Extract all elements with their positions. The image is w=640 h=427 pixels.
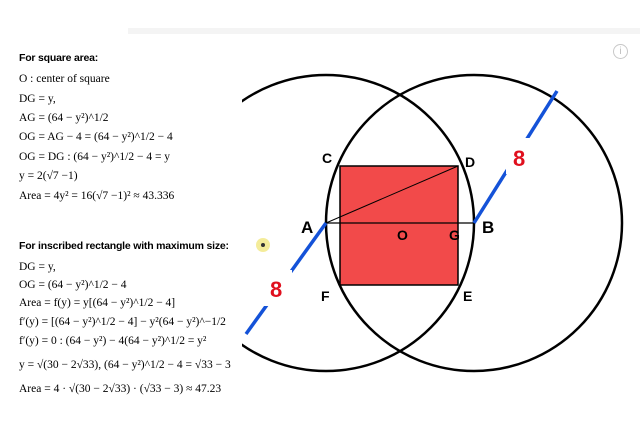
rect-line-5: f′(y) = 0 : (64 − y²) − 4(64 − y²)^1/2 =… bbox=[19, 335, 207, 347]
point-d-label: D bbox=[465, 154, 475, 170]
rect-line-7: Area = 4 · √(30 − 2√33) · (√33 − 3) ≈ 47… bbox=[19, 383, 222, 395]
length-label-right: 8 bbox=[513, 146, 525, 171]
square-line-3: AG = (64 − y²)^1/2 bbox=[19, 112, 109, 124]
rect-heading: For inscribed rectangle with maximum siz… bbox=[19, 240, 229, 252]
label-gap-right bbox=[506, 138, 534, 174]
cursor-highlight bbox=[256, 238, 270, 252]
rect-line-2: OG = (64 − y²)^1/2 − 4 bbox=[19, 279, 127, 291]
rect-line-4: f′(y) = [(64 − y²)^1/2 − 4] − y²(64 − y²… bbox=[19, 316, 226, 328]
square-line-7: Area = 4y² = 16(√7 −1)² ≈ 43.336 bbox=[19, 190, 175, 202]
label-gap-left bbox=[264, 270, 292, 306]
square-line-4: OG = AG − 4 = (64 − y²)^1/2 − 4 bbox=[19, 131, 173, 143]
rect-line-1: DG = y, bbox=[19, 261, 56, 273]
square-line-2: DG = y, bbox=[19, 93, 56, 105]
point-f-label: F bbox=[321, 288, 330, 304]
point-b-label: B bbox=[482, 218, 494, 237]
square-line-6: y = 2(√7 −1) bbox=[19, 170, 78, 182]
square-heading: For square area: bbox=[19, 52, 99, 64]
point-o-label: O bbox=[397, 227, 408, 243]
info-icon[interactable]: i bbox=[613, 44, 628, 59]
inscribed-square bbox=[339, 165, 459, 286]
point-a-label: A bbox=[301, 218, 313, 237]
rect-line-3: Area = f(y) = y[(64 − y²)^1/2 − 4] bbox=[19, 297, 176, 309]
square-line-1: O : center of square bbox=[19, 73, 110, 85]
point-g-label: G bbox=[449, 227, 460, 243]
segment-ad bbox=[325, 165, 459, 224]
rect-line-6: y = √(30 − 2√33), (64 − y²)^1/2 − 4 = √3… bbox=[19, 359, 231, 371]
point-c-label: C bbox=[322, 150, 332, 166]
length-label-left: 8 bbox=[270, 277, 282, 302]
square-line-5: OG = DG : (64 − y²)^1/2 − 4 = y bbox=[19, 151, 171, 163]
point-e-label: E bbox=[463, 288, 472, 304]
top-bar bbox=[128, 28, 640, 34]
